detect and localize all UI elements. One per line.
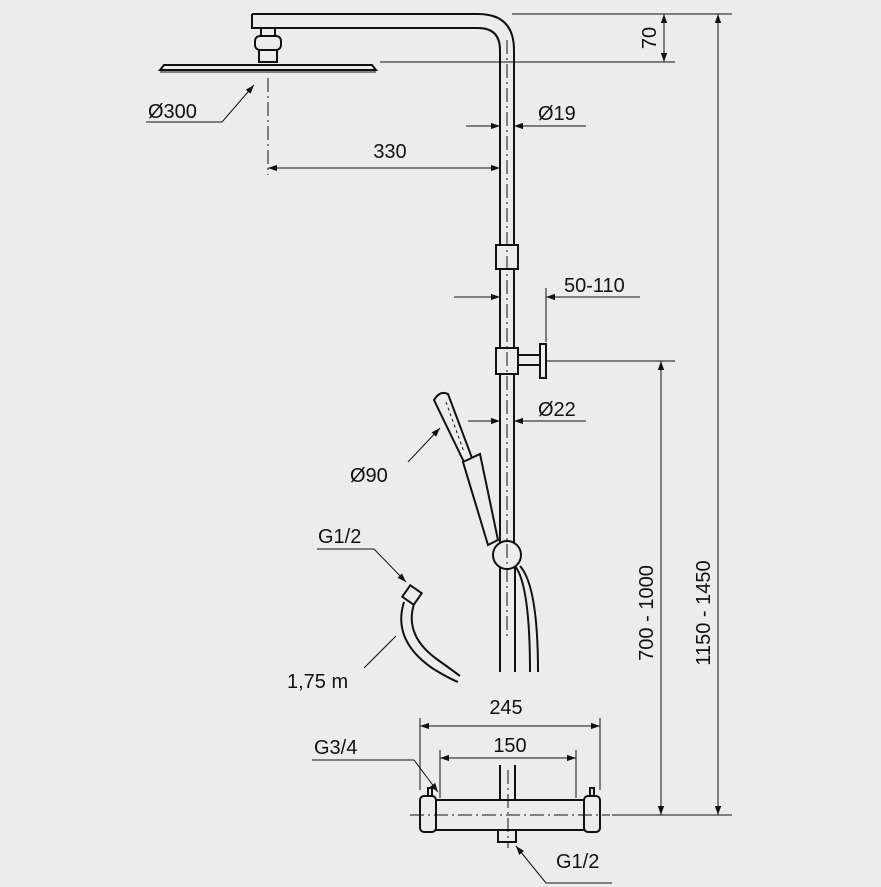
label-dia-hand: Ø90 — [350, 465, 388, 487]
label-dia-head: Ø300 — [148, 101, 197, 123]
thermostat-mixer — [419, 765, 601, 843]
centerlines — [267, 40, 610, 848]
label-dim-70: 70 — [639, 27, 661, 49]
shower-hose — [400, 583, 461, 683]
label-dim-330: 330 — [373, 141, 406, 163]
label-g12-hose: G1/2 — [318, 526, 361, 548]
wall-bracket — [495, 343, 547, 379]
label-g12-bottom: G1/2 — [556, 851, 599, 873]
label-dim-245: 245 — [489, 697, 522, 719]
riser-rail — [499, 245, 516, 672]
label-dia-rail: Ø22 — [538, 399, 576, 421]
overhead-arm — [251, 13, 515, 245]
rain-shower-head — [157, 27, 379, 73]
label-dia-arm: Ø19 — [538, 103, 576, 125]
label-dim-150: 150 — [493, 735, 526, 757]
label-hose-length: 1,75 m — [287, 671, 348, 693]
label-g34: G3/4 — [314, 737, 357, 759]
label-dim-1150-1450: 1150 - 1450 — [693, 560, 715, 665]
dimension-lines — [146, 13, 732, 884]
label-dim-700-1000: 700 - 1000 — [636, 565, 658, 661]
hand-shower — [432, 391, 500, 547]
label-dim-50-110: 50-110 — [564, 275, 625, 297]
